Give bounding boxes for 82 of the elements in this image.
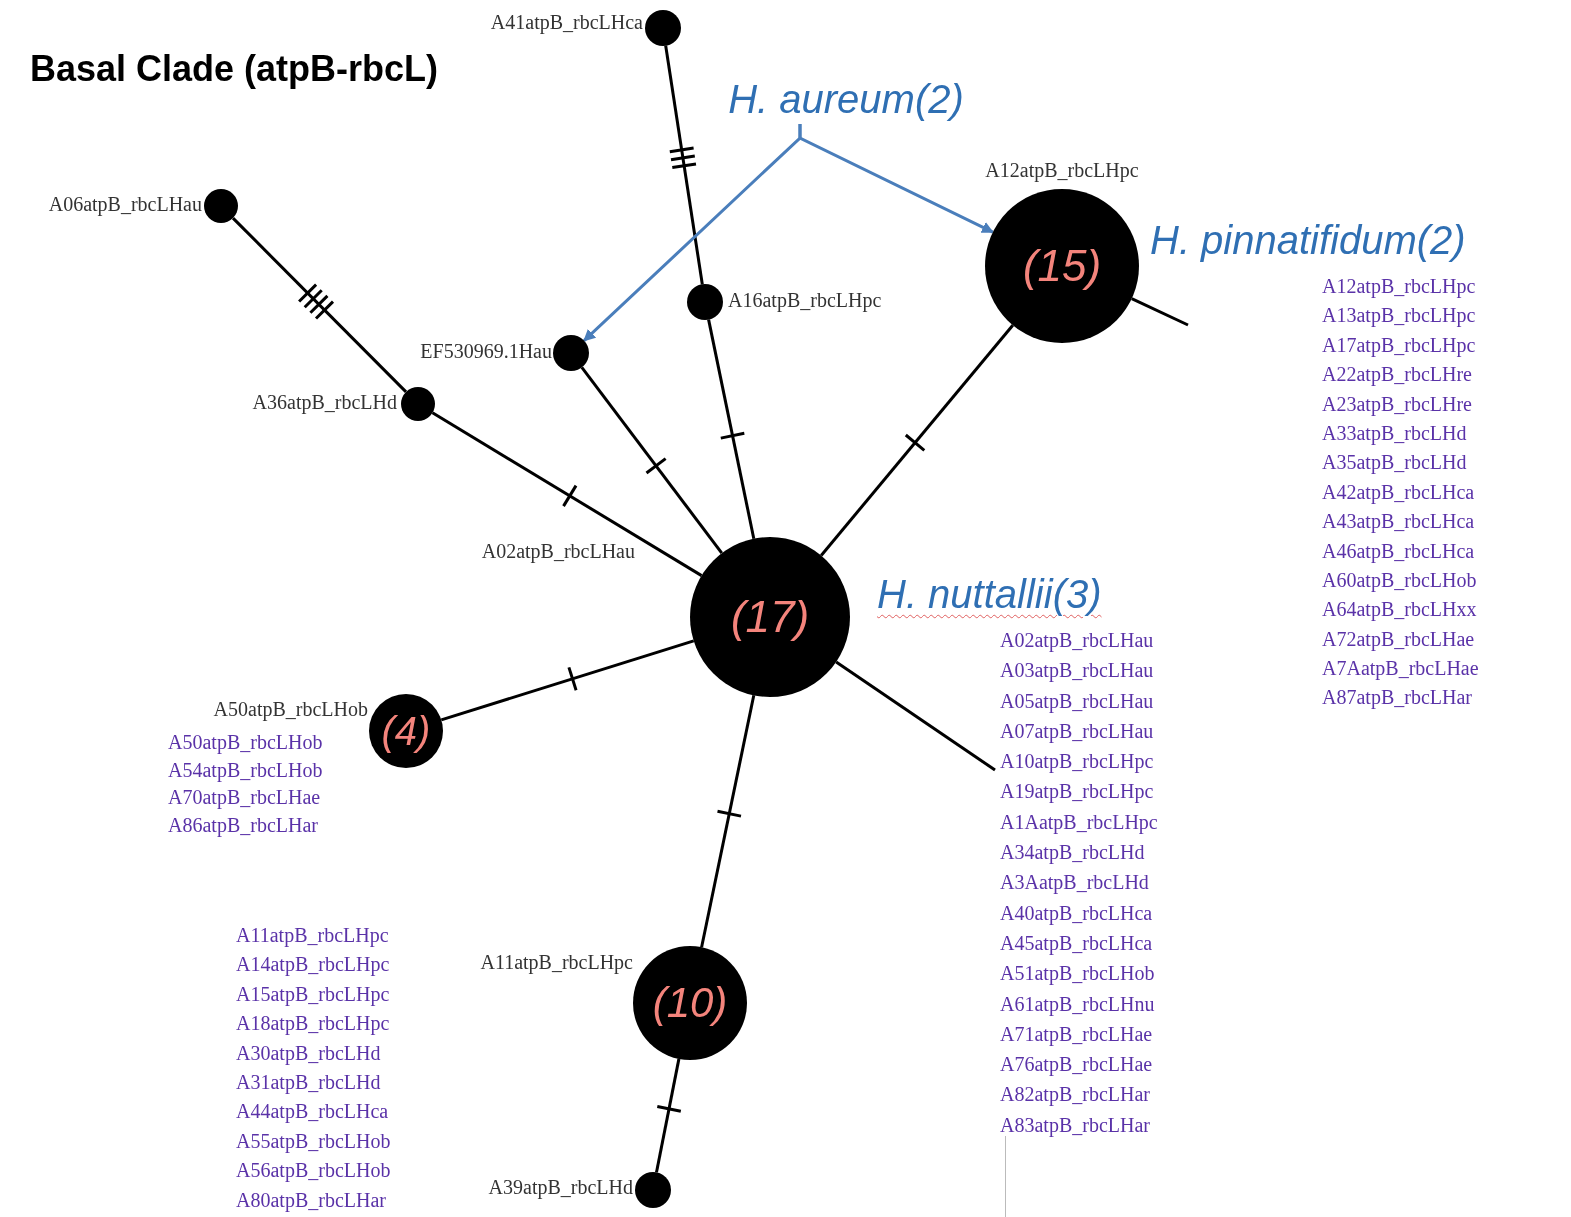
species-label: H. nuttallii(3)	[877, 572, 1102, 616]
sample-label: A14atpB_rbcLHpc	[236, 952, 391, 978]
sample-label: A61atpB_rbcLHnu	[1000, 991, 1156, 1018]
sample-label: A17atpB_rbcLHpc	[1322, 332, 1477, 359]
sample-label: A33atpB_rbcLHd	[1322, 420, 1468, 447]
sample-label: A35atpB_rbcLHd	[1322, 450, 1468, 476]
sample-label: A80atpB_rbcLHar	[236, 1187, 387, 1214]
network-branch-line	[580, 366, 723, 554]
haplotype-circle	[635, 1172, 671, 1208]
sample-label: A83atpB_rbcLHar	[1000, 1112, 1151, 1139]
sample-label: A51atpB_rbcLHob	[1000, 961, 1156, 987]
sample-label: A03atpB_rbcLHau	[1000, 658, 1155, 684]
haplotype-label: EF530969.1Hau	[420, 341, 552, 361]
sample-label: A50atpB_rbcLHob	[168, 730, 323, 756]
sample-label: A46atpB_rbcLHca	[1322, 538, 1476, 565]
haplotype-label: A02atpB_rbcLHau	[481, 541, 635, 561]
sample-label: A42atpB_rbcLHca	[1322, 479, 1476, 506]
sample-label: A34atpB_rbcLHd	[1000, 840, 1146, 866]
sample-label: A64atpB_rbcLHxx	[1322, 597, 1478, 623]
sample-label: A07atpB_rbcLHau	[1000, 718, 1155, 745]
sample-label: A82atpB_rbcLHar	[1000, 1082, 1151, 1108]
network-branch-line	[440, 639, 695, 722]
sample-label: A43atpB_rbcLHca	[1322, 509, 1476, 535]
sample-label: A11atpB_rbcLHpc	[236, 923, 390, 949]
network-branch-line	[835, 660, 996, 772]
haplotype-circle	[645, 10, 681, 46]
sample-label: A86atpB_rbcLHar	[168, 812, 319, 839]
haplotype-count: (4)	[381, 708, 431, 754]
network-branch-line	[1131, 297, 1189, 327]
sample-label: A30atpB_rbcLHd	[236, 1040, 382, 1067]
haplotype-label: A39atpB_rbcLHd	[488, 1177, 633, 1197]
sample-label: A19atpB_rbcLHpc	[1000, 779, 1155, 805]
sample-label: A05atpB_rbcLHau	[1000, 688, 1155, 715]
network-branch-line	[707, 319, 756, 539]
haplotype-count: (15)	[1022, 241, 1102, 291]
arrow	[798, 124, 994, 234]
haplotype-count: (17)	[730, 592, 810, 642]
sample-label: A12atpB_rbcLHpc	[1322, 274, 1477, 300]
species-label: H. aureum(2)	[728, 76, 964, 122]
sample-label: A3AatpB_rbcLHd	[1000, 870, 1150, 896]
haplotype-label: A50atpB_rbcLHob	[213, 699, 368, 719]
sample-label: A1AatpB_rbcLHpc	[1000, 809, 1158, 836]
haplotype-label: A06atpB_rbcLHau	[48, 194, 202, 214]
haplotype-label: A41atpB_rbcLHca	[490, 12, 643, 32]
sample-label: A23atpB_rbcLHre	[1322, 391, 1473, 418]
sample-label: A70atpB_rbcLHae	[168, 785, 322, 811]
sample-label: A87atpB_rbcLHar	[1322, 685, 1473, 711]
sample-label: A7AatpB_rbcLHae	[1322, 656, 1479, 682]
sample-label: A02atpB_rbcLHau	[1000, 628, 1155, 654]
haplotype-label: A36atpB_rbcLHd	[252, 392, 397, 412]
sample-label: A56atpB_rbcLHob	[236, 1158, 391, 1184]
sample-label: A13atpB_rbcLHpc	[1322, 303, 1477, 329]
haplotype-circle	[553, 335, 589, 371]
haplotype-circle	[204, 189, 238, 223]
sample-label: A31atpB_rbcLHd	[236, 1069, 382, 1096]
network-branch-line	[664, 45, 704, 285]
diagram-title: Basal Clade (atpB-rbcL)	[30, 48, 439, 90]
sample-label: A22atpB_rbcLHre	[1322, 362, 1473, 388]
sample-label: A71atpB_rbcLHae	[1000, 1021, 1154, 1048]
species-label: H. pinnatifidum(2)	[1150, 218, 1466, 262]
haplotype-label: A12atpB_rbcLHpc	[985, 160, 1139, 180]
sample-label: A55atpB_rbcLHob	[236, 1128, 391, 1155]
sample-label: A60atpB_rbcLHob	[1322, 567, 1478, 594]
sample-label: A18atpB_rbcLHpc	[236, 1011, 391, 1037]
sample-label: A72atpB_rbcLHae	[1322, 626, 1476, 653]
haplotype-circle	[401, 387, 435, 421]
network-branch-line	[231, 217, 408, 393]
sample-label: A76atpB_rbcLHae	[1000, 1052, 1154, 1078]
network-branch-line	[820, 324, 1014, 557]
haplotype-count: (10)	[652, 979, 728, 1027]
sample-label: A40atpB_rbcLHca	[1000, 900, 1154, 927]
network-branch-line	[700, 695, 756, 948]
sample-label: A54atpB_rbcLHob	[168, 757, 323, 784]
network-branch-line	[655, 1058, 681, 1173]
sample-label: A15atpB_rbcLHpc	[236, 981, 391, 1008]
haplotype-label: A16atpB_rbcLHpc	[728, 290, 882, 310]
haplotype-label: A11atpB_rbcLHpc	[480, 952, 633, 972]
haplotype-circle	[687, 284, 723, 320]
sample-label: A45atpB_rbcLHca	[1000, 930, 1154, 957]
sample-label: A10atpB_rbcLHpc	[1000, 749, 1155, 775]
network-branch-line	[431, 411, 703, 577]
sample-label: A44atpB_rbcLHca	[236, 1099, 390, 1125]
